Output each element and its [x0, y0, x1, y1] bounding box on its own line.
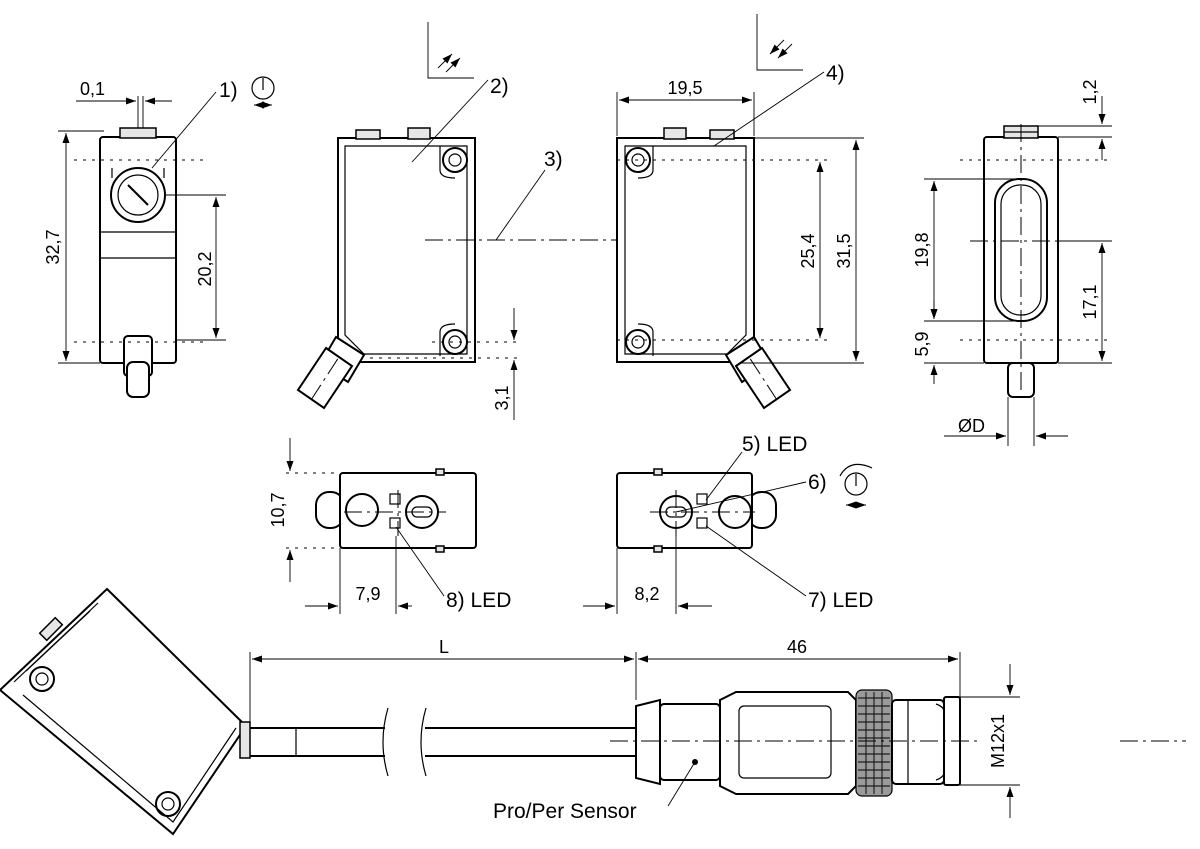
dim-5-9: 5,9 [912, 331, 932, 356]
callout-2: 2) [490, 75, 509, 98]
receiver-arrows-icon [756, 14, 803, 71]
dim-19-5: 19,5 [667, 78, 702, 98]
dim-32-7: 32,7 [43, 229, 63, 264]
cable [250, 707, 636, 777]
rear-view-receiver: 19,5 25,4 31,5 4) [616, 14, 864, 410]
dim-25-4: 25,4 [798, 233, 818, 268]
dim-0-1: 0,1 [80, 79, 105, 99]
dim-L: L [439, 637, 449, 657]
dim-19-8: 19,8 [912, 232, 932, 267]
dim-46: 46 [787, 637, 807, 657]
connector-label: Pro/Per Sensor [493, 800, 637, 823]
cable-right [724, 335, 792, 410]
dim-m12: M12x1 [988, 714, 1008, 768]
mounting-hole-top [439, 146, 468, 179]
callout-8-led: 8) LED [446, 589, 511, 612]
m12-connector [610, 689, 1186, 797]
callout-1: 1) [219, 79, 238, 102]
dim-31-5: 31,5 [834, 233, 854, 268]
right-side-view: 1,2 19,8 17,1 5,9 ØD [912, 79, 1112, 446]
cable-assembly-view: L 46 M12x1 Pro/Per Sensor [0, 587, 1186, 836]
mounting-hole-bottom-rear [625, 323, 654, 356]
dim-17-1: 17,1 [1080, 284, 1100, 319]
callout-3: 3) [544, 148, 563, 171]
potentiometer-icon [839, 463, 873, 509]
callout-6: 6) [808, 471, 827, 494]
dim-7-9: 7,9 [355, 584, 380, 604]
dim-20-2: 20,2 [195, 251, 215, 286]
dim-1-2: 1,2 [1080, 79, 1100, 104]
potentiometer-icon [251, 76, 275, 109]
bottom-view-left: 10,7 7,9 8) LED [268, 438, 511, 614]
dim-3-1: 3,1 [492, 385, 512, 410]
cable-left [296, 335, 366, 410]
knurl [858, 692, 890, 794]
callout-7-led: 7) LED [808, 589, 873, 612]
cable-stub-left [123, 335, 153, 398]
left-side-view: 32,7 20,2 0,1 1) [43, 76, 275, 398]
dim-phi-d: ØD [958, 416, 985, 436]
front-view-emitter: 3,1 2) 3) [296, 22, 665, 420]
dim-8-2: 8,2 [634, 584, 659, 604]
callout-5-led: 5) LED [742, 433, 807, 456]
callout-4: 4) [826, 62, 845, 85]
sensor-body-tilted [0, 587, 251, 836]
dim-10-7: 10,7 [268, 492, 288, 527]
bottom-view-right: 8,2 5) LED 6) 7) LED [583, 433, 873, 614]
emitter-arrows-icon [427, 22, 474, 79]
